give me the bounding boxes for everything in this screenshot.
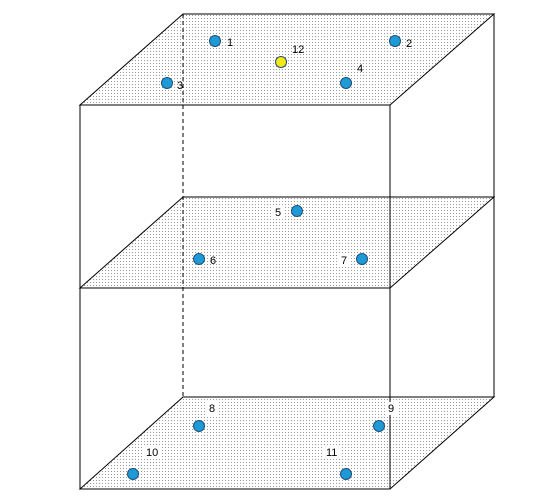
- middle-plane: [78, 196, 496, 289]
- node-9-marker: [373, 420, 385, 432]
- node-1: 1: [209, 35, 233, 49]
- node-6: 6: [193, 253, 216, 267]
- node-10: 10: [127, 446, 162, 480]
- node-11-label-bg: [324, 446, 342, 459]
- node-7-marker: [356, 253, 368, 265]
- node-3-marker: [161, 77, 173, 89]
- node-10-label: 10: [146, 447, 158, 459]
- node-11-label: 11: [326, 447, 337, 459]
- node-9: 9: [373, 402, 397, 432]
- node-7: 7: [339, 253, 368, 267]
- top-plane: [78, 13, 496, 106]
- node-4-label: 4: [357, 63, 363, 75]
- node-1-label: 1: [227, 37, 233, 49]
- node-1-marker: [209, 35, 221, 47]
- node-8-label: 8: [209, 403, 215, 415]
- node-6-label: 6: [210, 255, 216, 267]
- node-5-label: 5: [275, 207, 281, 219]
- node-2-marker: [389, 35, 401, 47]
- bottom-plane: [78, 396, 496, 490]
- node-5-label-bg: [273, 206, 284, 219]
- node-12-label: 12: [292, 44, 304, 56]
- node-4: 4: [340, 63, 363, 89]
- node-5-marker: [291, 205, 303, 217]
- node-3: 3: [161, 77, 183, 92]
- node-5: 5: [273, 205, 303, 219]
- node-12: 12: [275, 44, 304, 68]
- node-10-label-bg: [144, 446, 162, 459]
- node-8-label-bg: [207, 402, 218, 415]
- node-2-label: 2: [406, 38, 412, 50]
- node-9-label-bg: [386, 402, 397, 415]
- node-9-label: 9: [388, 403, 394, 415]
- node-8: 8: [193, 402, 218, 432]
- node-2: 2: [389, 35, 412, 50]
- node-8-marker: [193, 420, 205, 432]
- node-3-label: 3: [177, 80, 183, 92]
- node-4-marker: [340, 77, 352, 89]
- node-7-label-bg: [339, 254, 350, 267]
- node-7-label: 7: [341, 255, 347, 267]
- node-10-marker: [127, 468, 139, 480]
- node-11: 11: [324, 446, 352, 480]
- node-12-marker: [275, 56, 287, 68]
- node-11-marker: [340, 468, 352, 480]
- node-6-marker: [193, 253, 205, 265]
